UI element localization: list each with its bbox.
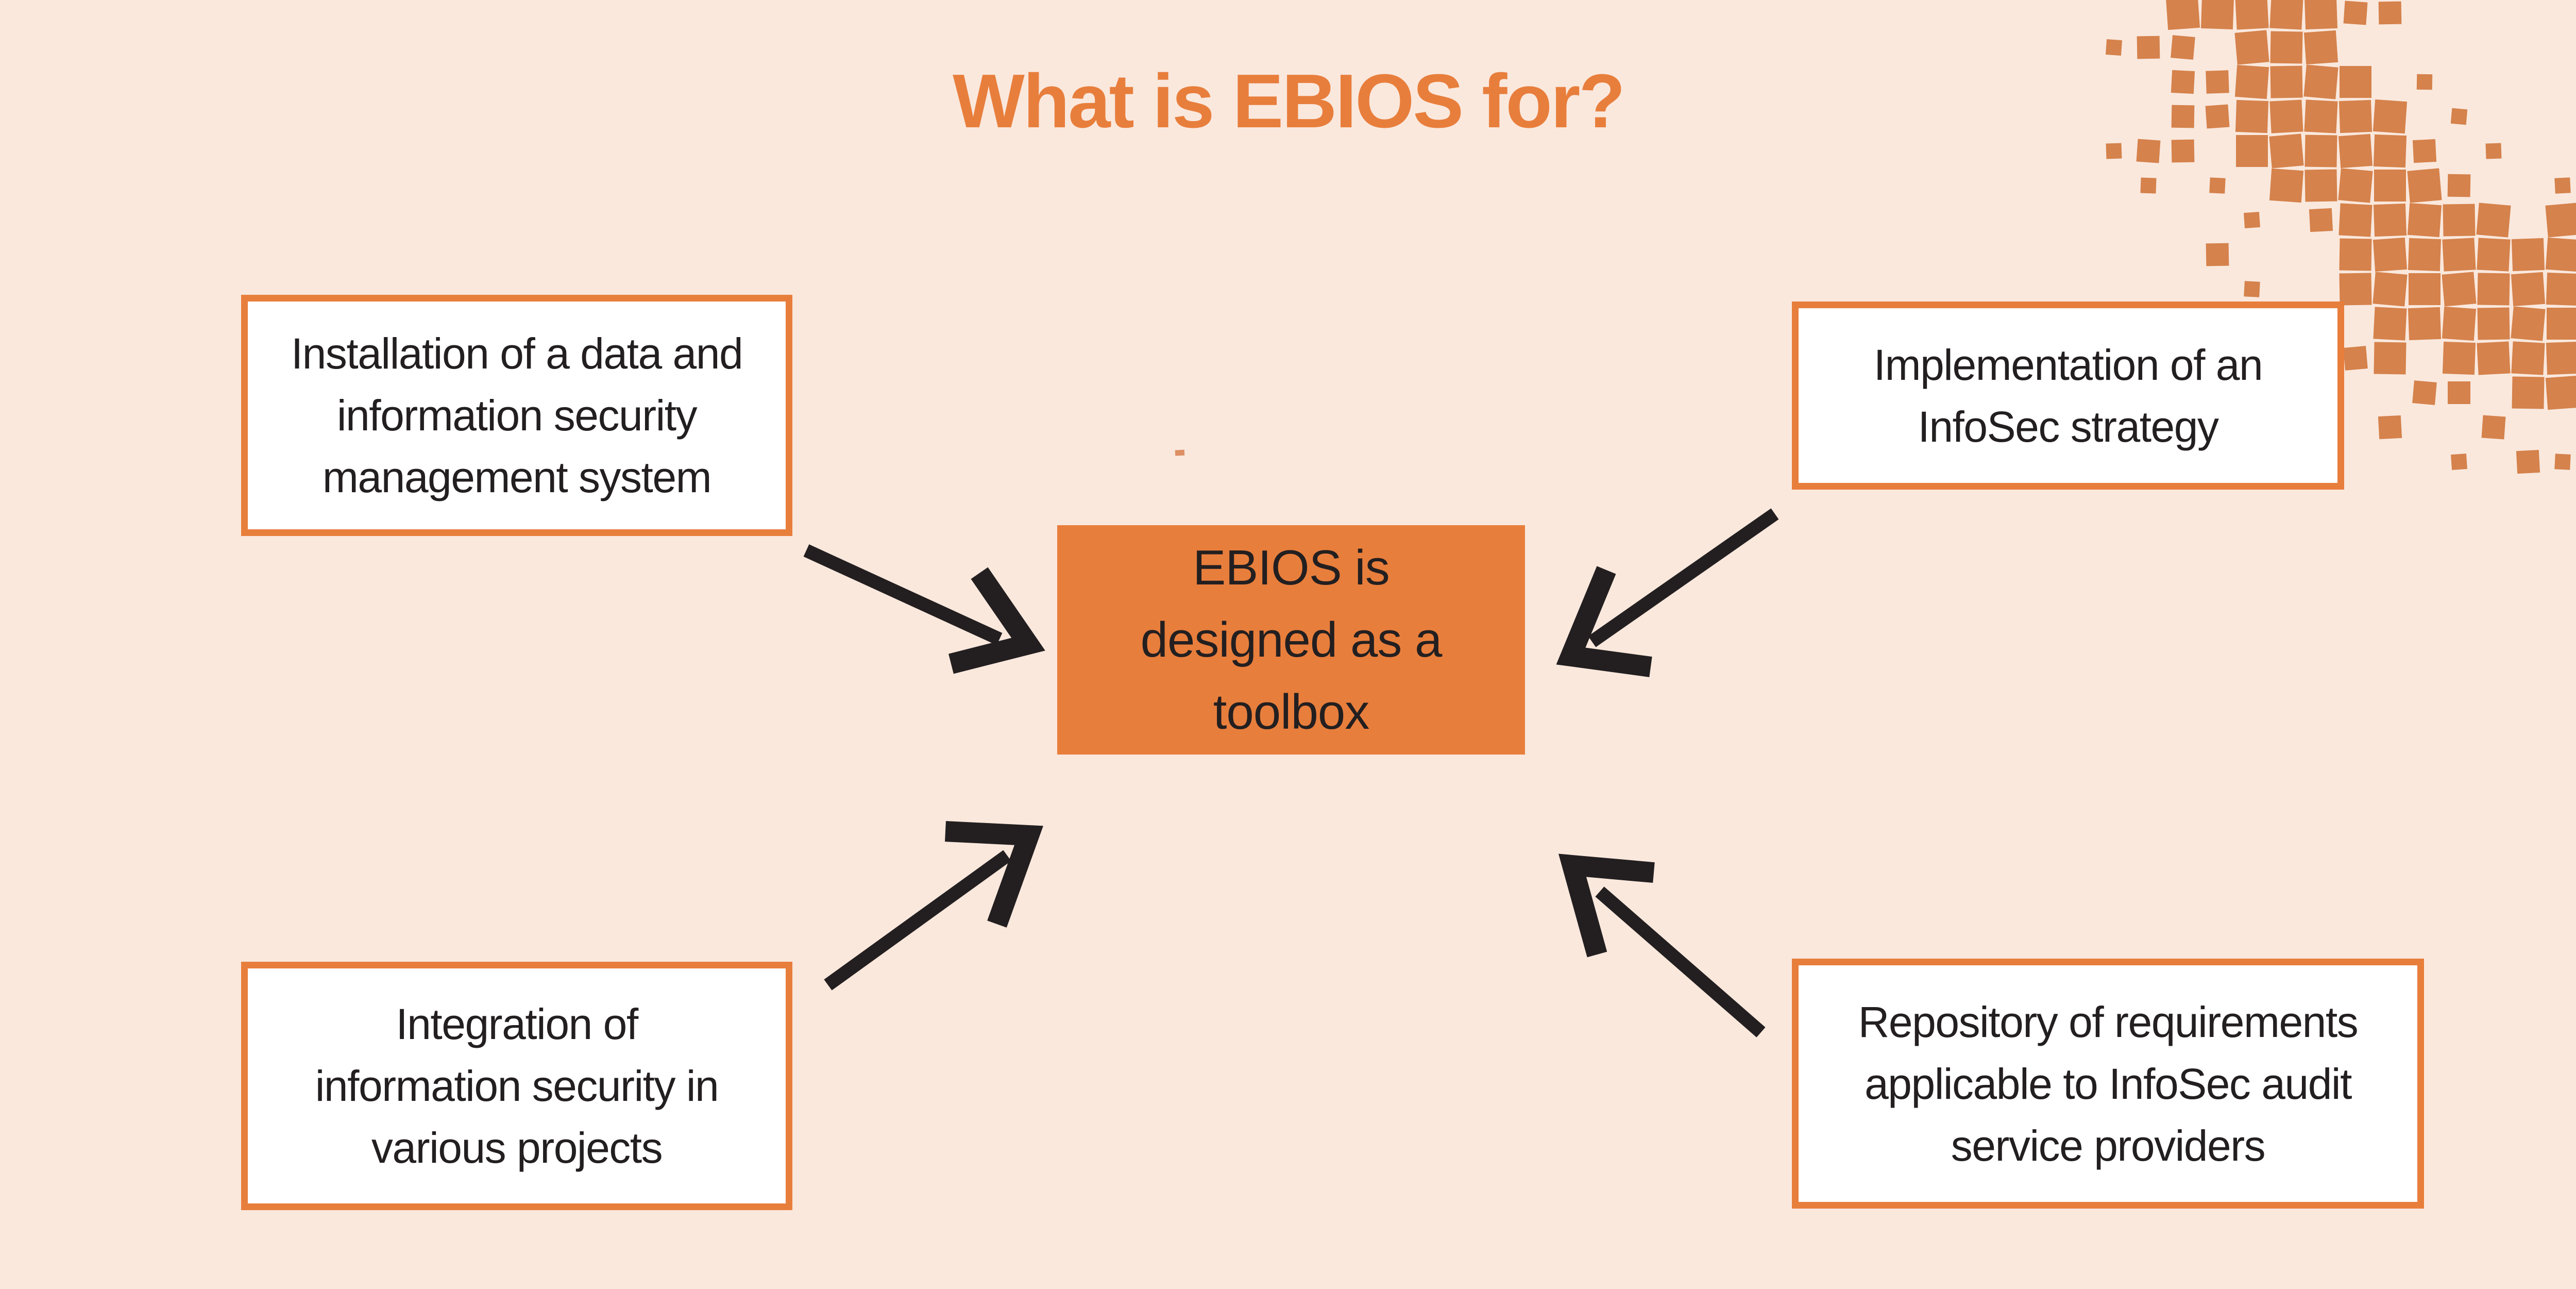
- page-title: What is EBIOS for?: [953, 59, 1625, 144]
- center-text-line: toolbox: [1213, 684, 1370, 740]
- mosaic-square: [2374, 170, 2406, 202]
- node-text-line: InfoSec strategy: [1918, 402, 2219, 451]
- node-text-line: various projects: [371, 1124, 663, 1172]
- node-text-line: management system: [322, 453, 712, 501]
- arrow-bottom-left-to-center: [824, 821, 1043, 991]
- node-text-line: service providers: [1951, 1121, 2266, 1170]
- center-text-line: EBIOS is: [1193, 540, 1389, 595]
- node-text-line: information security in: [315, 1062, 719, 1110]
- node-box-repository: Repository of requirements applicable to…: [1792, 959, 2424, 1209]
- mosaic-square: [2236, 135, 2268, 167]
- node-text-line: Installation of a data and: [291, 329, 743, 378]
- mosaic-square: [2340, 66, 2371, 98]
- arrow-top-right-to-center: [1556, 508, 1779, 677]
- arrow-bottom-right-to-center: [1558, 853, 1766, 1037]
- node-box-installation: Installation of a data and information s…: [241, 295, 792, 536]
- mosaic-square: [2409, 273, 2441, 305]
- mosaic-square: [2547, 308, 2576, 340]
- node-text-line: information security: [336, 391, 698, 440]
- node-box-integration: Integration of information security in v…: [241, 962, 792, 1210]
- node-text-line: Implementation of an: [1873, 340, 2263, 389]
- node-text-line: Repository of requirements: [1858, 997, 2359, 1046]
- node-text-line: applicable to InfoSec audit: [1865, 1059, 2352, 1108]
- mosaic-square: [2448, 381, 2470, 404]
- center-node-ebios-toolbox: EBIOS is designed as a toolbox: [1057, 525, 1525, 755]
- node-text-line: Integration of: [396, 1000, 638, 1048]
- center-text-line: designed as a: [1140, 612, 1443, 667]
- arrow-top-left-to-center: [803, 544, 1045, 674]
- node-box-implementation: Implementation of an InfoSec strategy: [1792, 302, 2344, 490]
